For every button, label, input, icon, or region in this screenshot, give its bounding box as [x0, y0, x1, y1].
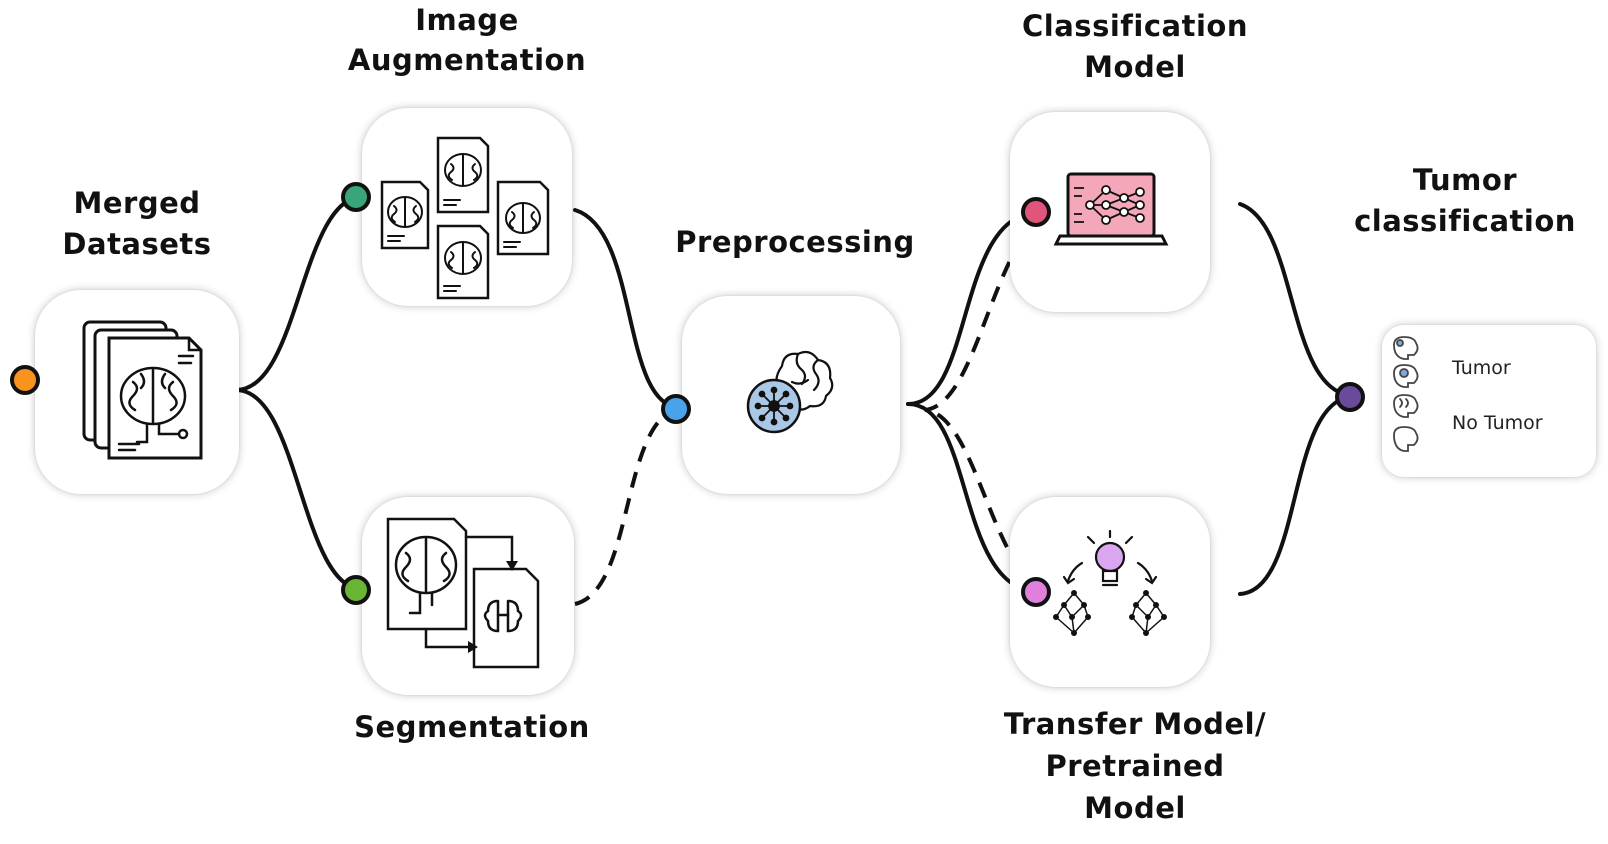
brain-network-icon [746, 350, 834, 434]
node-input [10, 365, 40, 395]
segmentation-card [362, 497, 574, 695]
augmented-brain-scans-icon [380, 136, 550, 300]
output-class-tumor: Tumor [1452, 357, 1511, 379]
connector-merged-to-segmentation [234, 388, 366, 592]
node-segmentation [341, 575, 371, 605]
label-segmentation: Segmentation [354, 710, 590, 744]
connector-classification-to-output [1238, 202, 1358, 398]
label-preprocessing: Preprocessing [675, 225, 915, 259]
merged-datasets-card [35, 290, 239, 494]
brain-outcome-icon [1393, 336, 1419, 452]
classification-model-card [1010, 112, 1210, 312]
node-output [1335, 382, 1365, 412]
image-augmentation-card [362, 108, 572, 306]
connector-transfer-to-output [1238, 394, 1358, 596]
stacked-brain-scan-icon [82, 320, 203, 460]
output-class-no-tumor: No Tumor [1452, 412, 1543, 434]
dashed-transfer-branch [924, 216, 1042, 590]
brain-segmentation-icon [386, 517, 540, 669]
dashed-segmentation-to-preprocessing [574, 406, 681, 606]
node-preprocessing [661, 394, 691, 424]
preprocessing-card [682, 296, 900, 494]
connector-merged-to-augmentation [234, 194, 366, 392]
connector-augmentation-to-preprocessing [573, 208, 682, 410]
node-classification [1021, 197, 1051, 227]
node-transfer [1021, 577, 1051, 607]
node-augmentation [341, 182, 371, 212]
tumor-classification-card: Tumor No Tumor [1382, 325, 1596, 477]
laptop-neural-net-icon [1053, 172, 1169, 246]
transfer-learning-icon [1053, 529, 1167, 636]
